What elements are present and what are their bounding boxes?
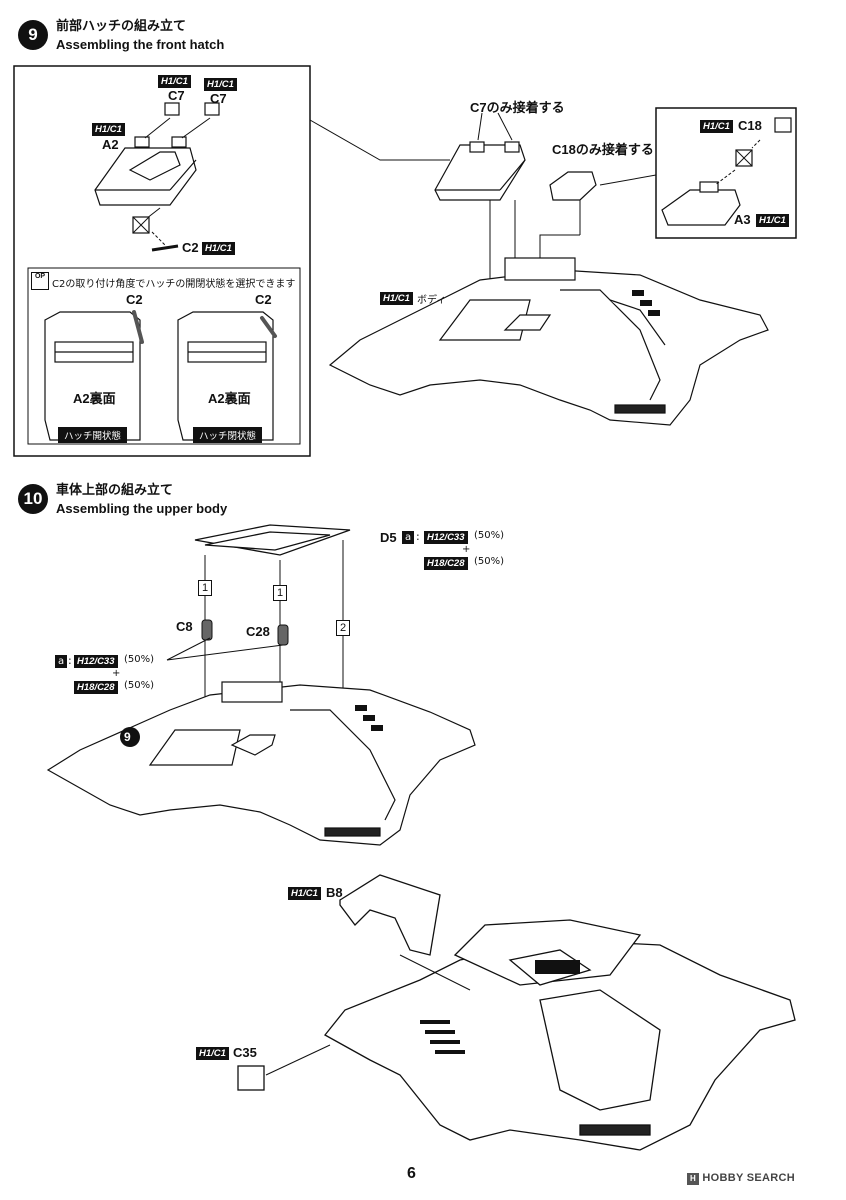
brand-icon: H — [687, 1173, 699, 1185]
order-box-1b: 1 — [273, 585, 287, 601]
part-c35: C35 — [233, 1045, 257, 1060]
paint-plus-1: + — [462, 544, 471, 555]
paint-pct-1: (50%) — [474, 530, 505, 541]
paint-h18-mid: H18/C28 — [74, 681, 118, 694]
part-c18-note: C18のみ接着する — [552, 139, 654, 158]
paint-h12-top: H12/C33 — [424, 531, 468, 544]
order-box-1a: 1 — [198, 580, 212, 596]
body-label: ボディ — [417, 295, 447, 306]
c18-note-text: C18のみ接着する — [552, 142, 654, 157]
step-10-title-en: Assembling the upper body — [56, 501, 228, 516]
paint-pct-3: (50%) — [124, 654, 155, 665]
paint-a-marker: a — [402, 531, 415, 544]
paint-a-marker-2: a — [55, 655, 68, 668]
tag-h1c1-c7a: H1/C1 — [158, 75, 191, 88]
paint-pct-4: (50%) — [124, 680, 155, 691]
brand-text: HOBBY SEARCH — [702, 1172, 795, 1184]
part-c7-b: C7 — [210, 91, 227, 106]
tag-h1c1-c7b: H1/C1 — [204, 78, 237, 91]
step-9-title-en: Assembling the front hatch — [56, 37, 225, 52]
part-c7-a: C7 — [168, 88, 185, 103]
paint-pct-2: (50%) — [474, 556, 505, 567]
part-d5: D5 — [380, 530, 397, 545]
tag-h1c1-body: H1/C1 — [380, 292, 413, 305]
tag-h1c1-a2: H1/C1 — [92, 123, 125, 136]
c7-note-text: C7のみ接着する — [470, 100, 565, 115]
option-left-label: A2裏面 — [73, 391, 116, 406]
paint-plus-2: + — [112, 668, 121, 679]
option-text: C2の取り付け角度でハッチの開閉状態を選択できます — [52, 279, 296, 290]
option-left-caption: ハッチ開状態 — [58, 427, 128, 443]
step-9-title-jp: 前部ハッチの組み立て — [56, 19, 187, 34]
part-a2: A2 — [102, 137, 119, 152]
part-c18: C18 — [738, 118, 762, 133]
part-c2: C2 — [182, 240, 199, 255]
paint-h18-top: H18/C28 — [424, 557, 468, 570]
part-a3: A3 — [734, 212, 751, 227]
order-box-2: 2 — [336, 620, 350, 636]
step-9-number: 9 — [18, 20, 48, 50]
part-c28: C28 — [246, 624, 270, 639]
option-right-caption: ハッチ閉状態 — [193, 427, 263, 443]
tag-h1c1-c35: H1/C1 — [196, 1047, 229, 1060]
part-b8: B8 — [326, 885, 343, 900]
step-10-title-jp: 車体上部の組み立て — [56, 483, 174, 498]
ref-step-9: 9 — [124, 730, 131, 744]
option-badge: OP — [34, 273, 46, 280]
step-10-number: 10 — [18, 484, 48, 514]
paint-h12-mid: H12/C33 — [74, 655, 118, 668]
part-c7-note: C7のみ接着する — [470, 97, 565, 116]
option-left-c2: C2 — [126, 292, 143, 307]
colon-2: : — [68, 654, 72, 667]
option-icon: OP — [31, 272, 49, 290]
part-c8: C8 — [176, 619, 193, 634]
option-right-label: A2裏面 — [208, 391, 251, 406]
page-number: 6 — [407, 1165, 416, 1182]
tag-h1c1-c18: H1/C1 — [700, 120, 733, 133]
tag-h1c1-a3: H1/C1 — [756, 214, 789, 227]
brand-watermark: H HOBBY SEARCH — [687, 1172, 795, 1185]
tag-h1c1-b8: H1/C1 — [288, 887, 321, 900]
colon: : — [416, 530, 420, 543]
tag-h1c1-c2: H1/C1 — [202, 242, 235, 255]
option-right-c2: C2 — [255, 292, 272, 307]
